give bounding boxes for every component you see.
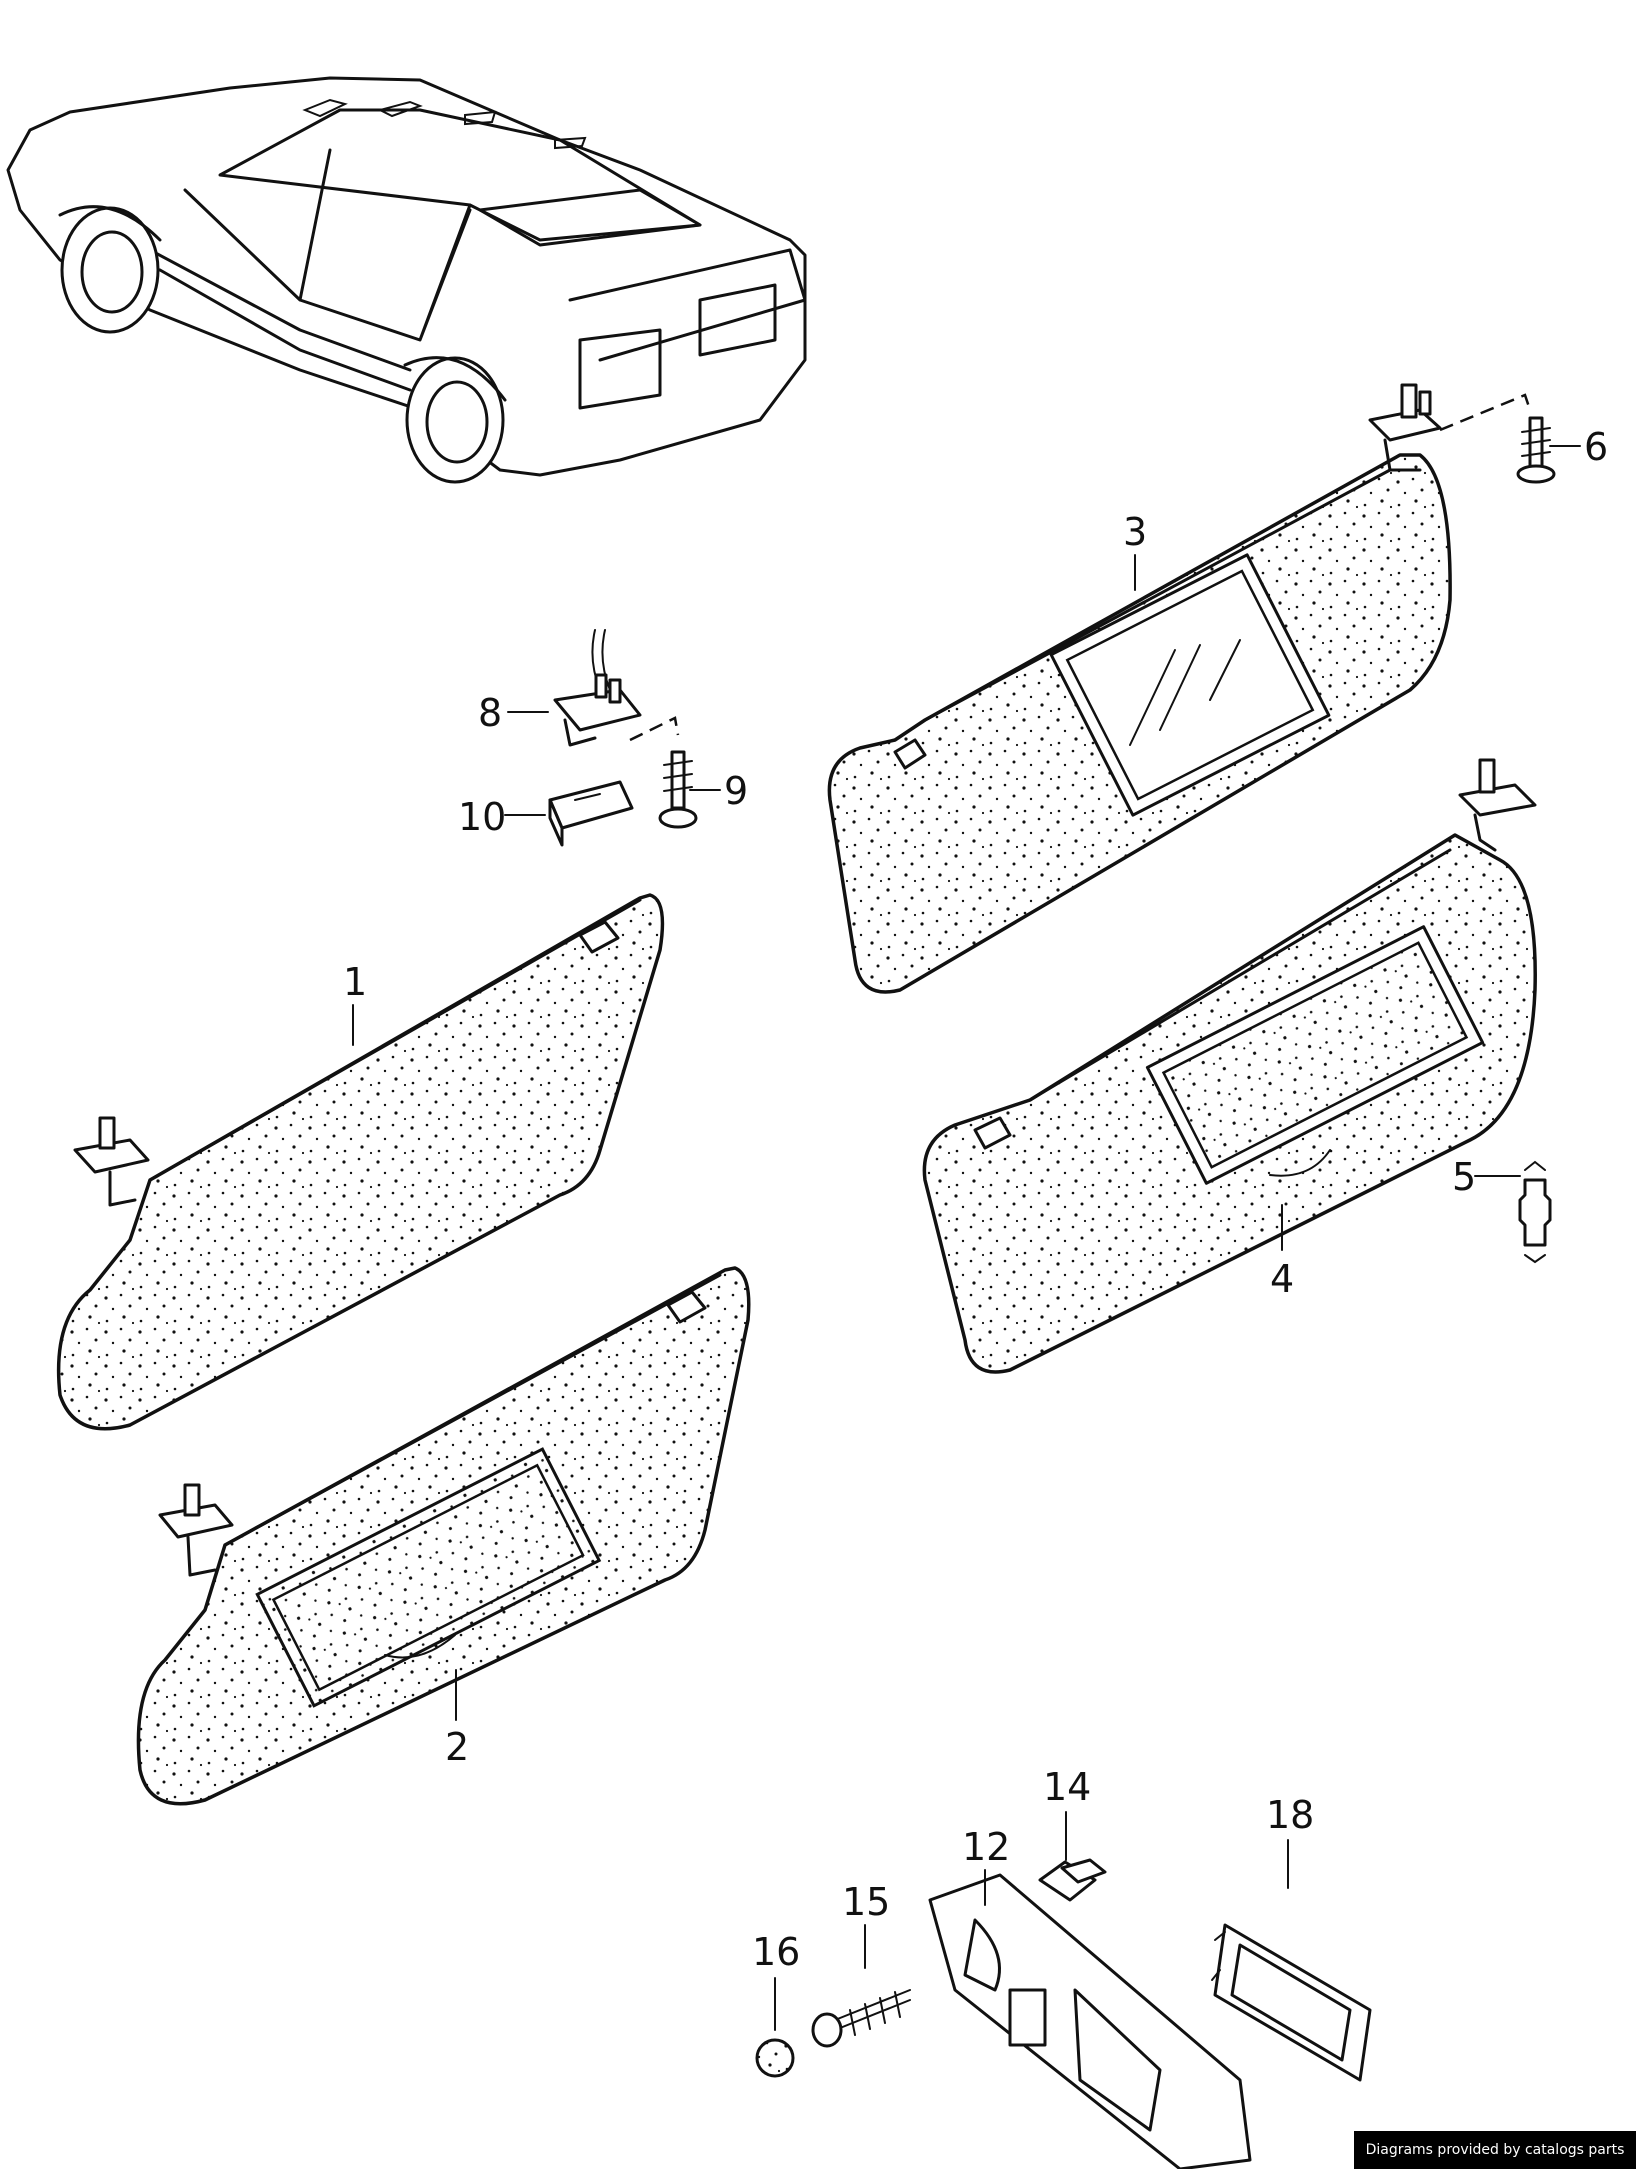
visor-2-mount (158, 1483, 234, 1577)
sun-visor-3-mirror (827, 453, 1452, 994)
callout-3: 3 (1123, 510, 1147, 554)
diagram-credit-badge: Diagrams provided by catalogs parts (1354, 2131, 1636, 2169)
callout-4: 4 (1270, 1257, 1294, 1301)
bulb-5 (1518, 1160, 1552, 1264)
screw-15 (811, 1989, 911, 2048)
callout-8: 8 (478, 691, 502, 735)
callout-5: 5 (1452, 1155, 1476, 1199)
mirror-light-housing-12 (928, 1873, 1252, 2169)
visor-4-mount (1458, 758, 1537, 852)
callout-18: 18 (1266, 1793, 1314, 1837)
visor-1-mount (73, 1116, 150, 1207)
sun-visor-4-lighted-mirror (922, 833, 1537, 1374)
leader-lines (352, 445, 1581, 2031)
callout-1: 1 (343, 960, 367, 1004)
callout-10: 10 (458, 795, 506, 839)
screw-6 (1516, 416, 1556, 484)
callout-labels: 1 2 3 4 5 6 8 9 10 12 14 15 16 18 (343, 425, 1608, 1974)
clip-14 (1038, 1858, 1107, 1902)
visor-3-mount (1368, 383, 1442, 472)
callout-14: 14 (1043, 1765, 1091, 1809)
screw-9 (658, 750, 698, 829)
cap-16 (755, 2038, 795, 2078)
callout-9: 9 (724, 769, 748, 813)
sun-visor-1 (56, 893, 665, 1431)
car-illustration (6, 76, 807, 484)
callout-6: 6 (1584, 425, 1608, 469)
holder-8 (553, 629, 642, 747)
screw-9-guide (629, 716, 680, 742)
callout-16: 16 (752, 1930, 800, 1974)
sun-visor-2-mirror (136, 1266, 751, 1806)
callout-15: 15 (842, 1880, 890, 1924)
callout-2: 2 (445, 1725, 469, 1769)
lens-18 (1211, 1923, 1372, 2082)
callout-12: 12 (962, 1825, 1010, 1869)
cover-10 (548, 780, 634, 847)
screw-6-guide (1439, 393, 1532, 432)
